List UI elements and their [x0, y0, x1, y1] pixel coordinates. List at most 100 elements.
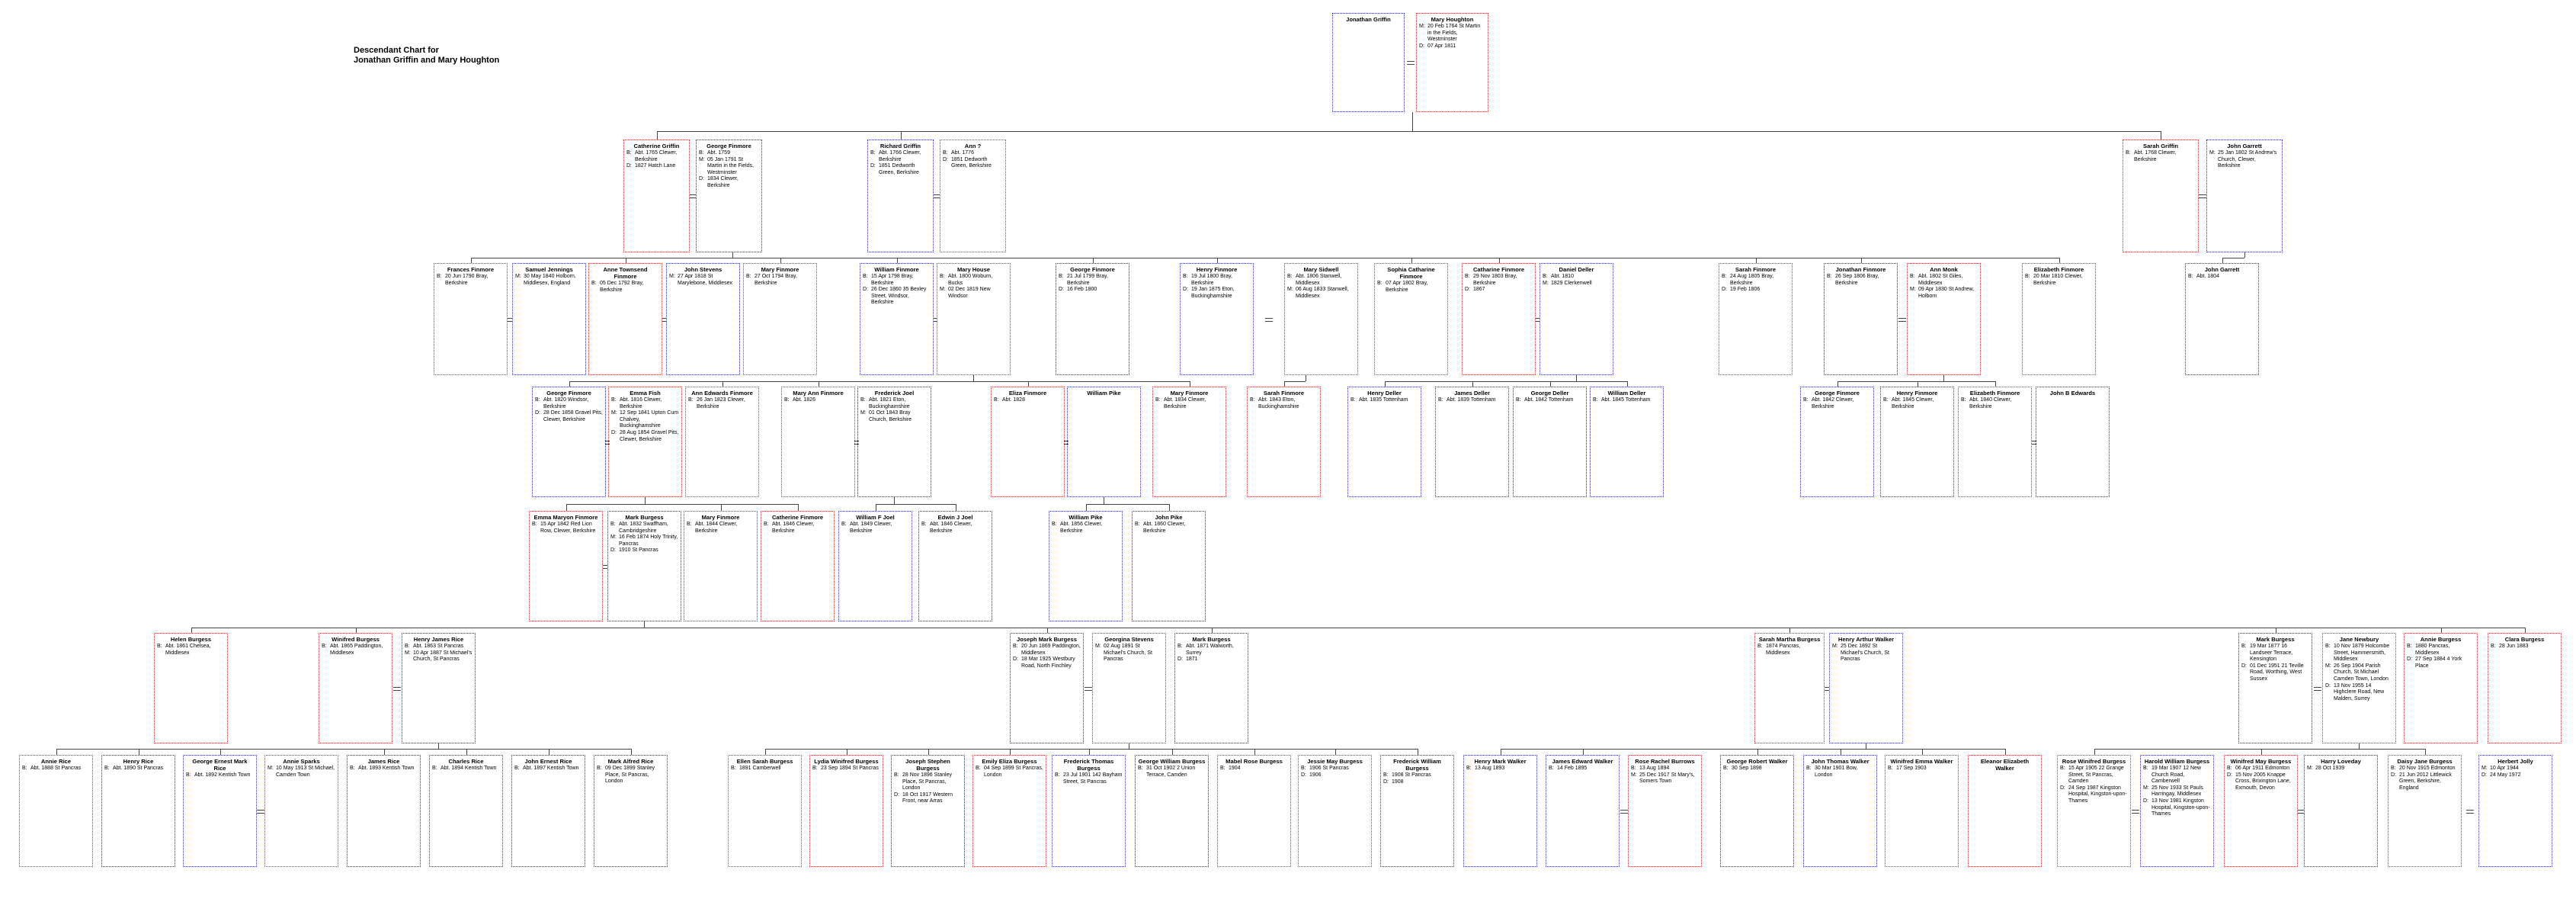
- person-box-william-pike[interactable]: William Pike: [1067, 387, 1141, 497]
- person-name: Winifred Burgess: [332, 636, 380, 643]
- person-box-eleanor-elizabeth-walker[interactable]: Eleanor Elizabeth Walker: [1968, 755, 2042, 867]
- person-name: Daniel Deller: [1559, 266, 1594, 273]
- person-event: M:10 May 1913 St Michael, Camden Town: [268, 766, 335, 778]
- person-name: Frederick Thomas Burgess: [1063, 758, 1114, 772]
- person-name: James Deller: [1454, 390, 1490, 396]
- child-stub-line: [1085, 504, 1087, 511]
- person-event: B:Abt. 1821 Eton, Buckinghamshire: [860, 397, 910, 409]
- person-box-jonathan-griffin[interactable]: Jonathan Griffin: [1332, 13, 1405, 112]
- person-box-john-b-edwards[interactable]: John B Edwards: [2036, 387, 2110, 497]
